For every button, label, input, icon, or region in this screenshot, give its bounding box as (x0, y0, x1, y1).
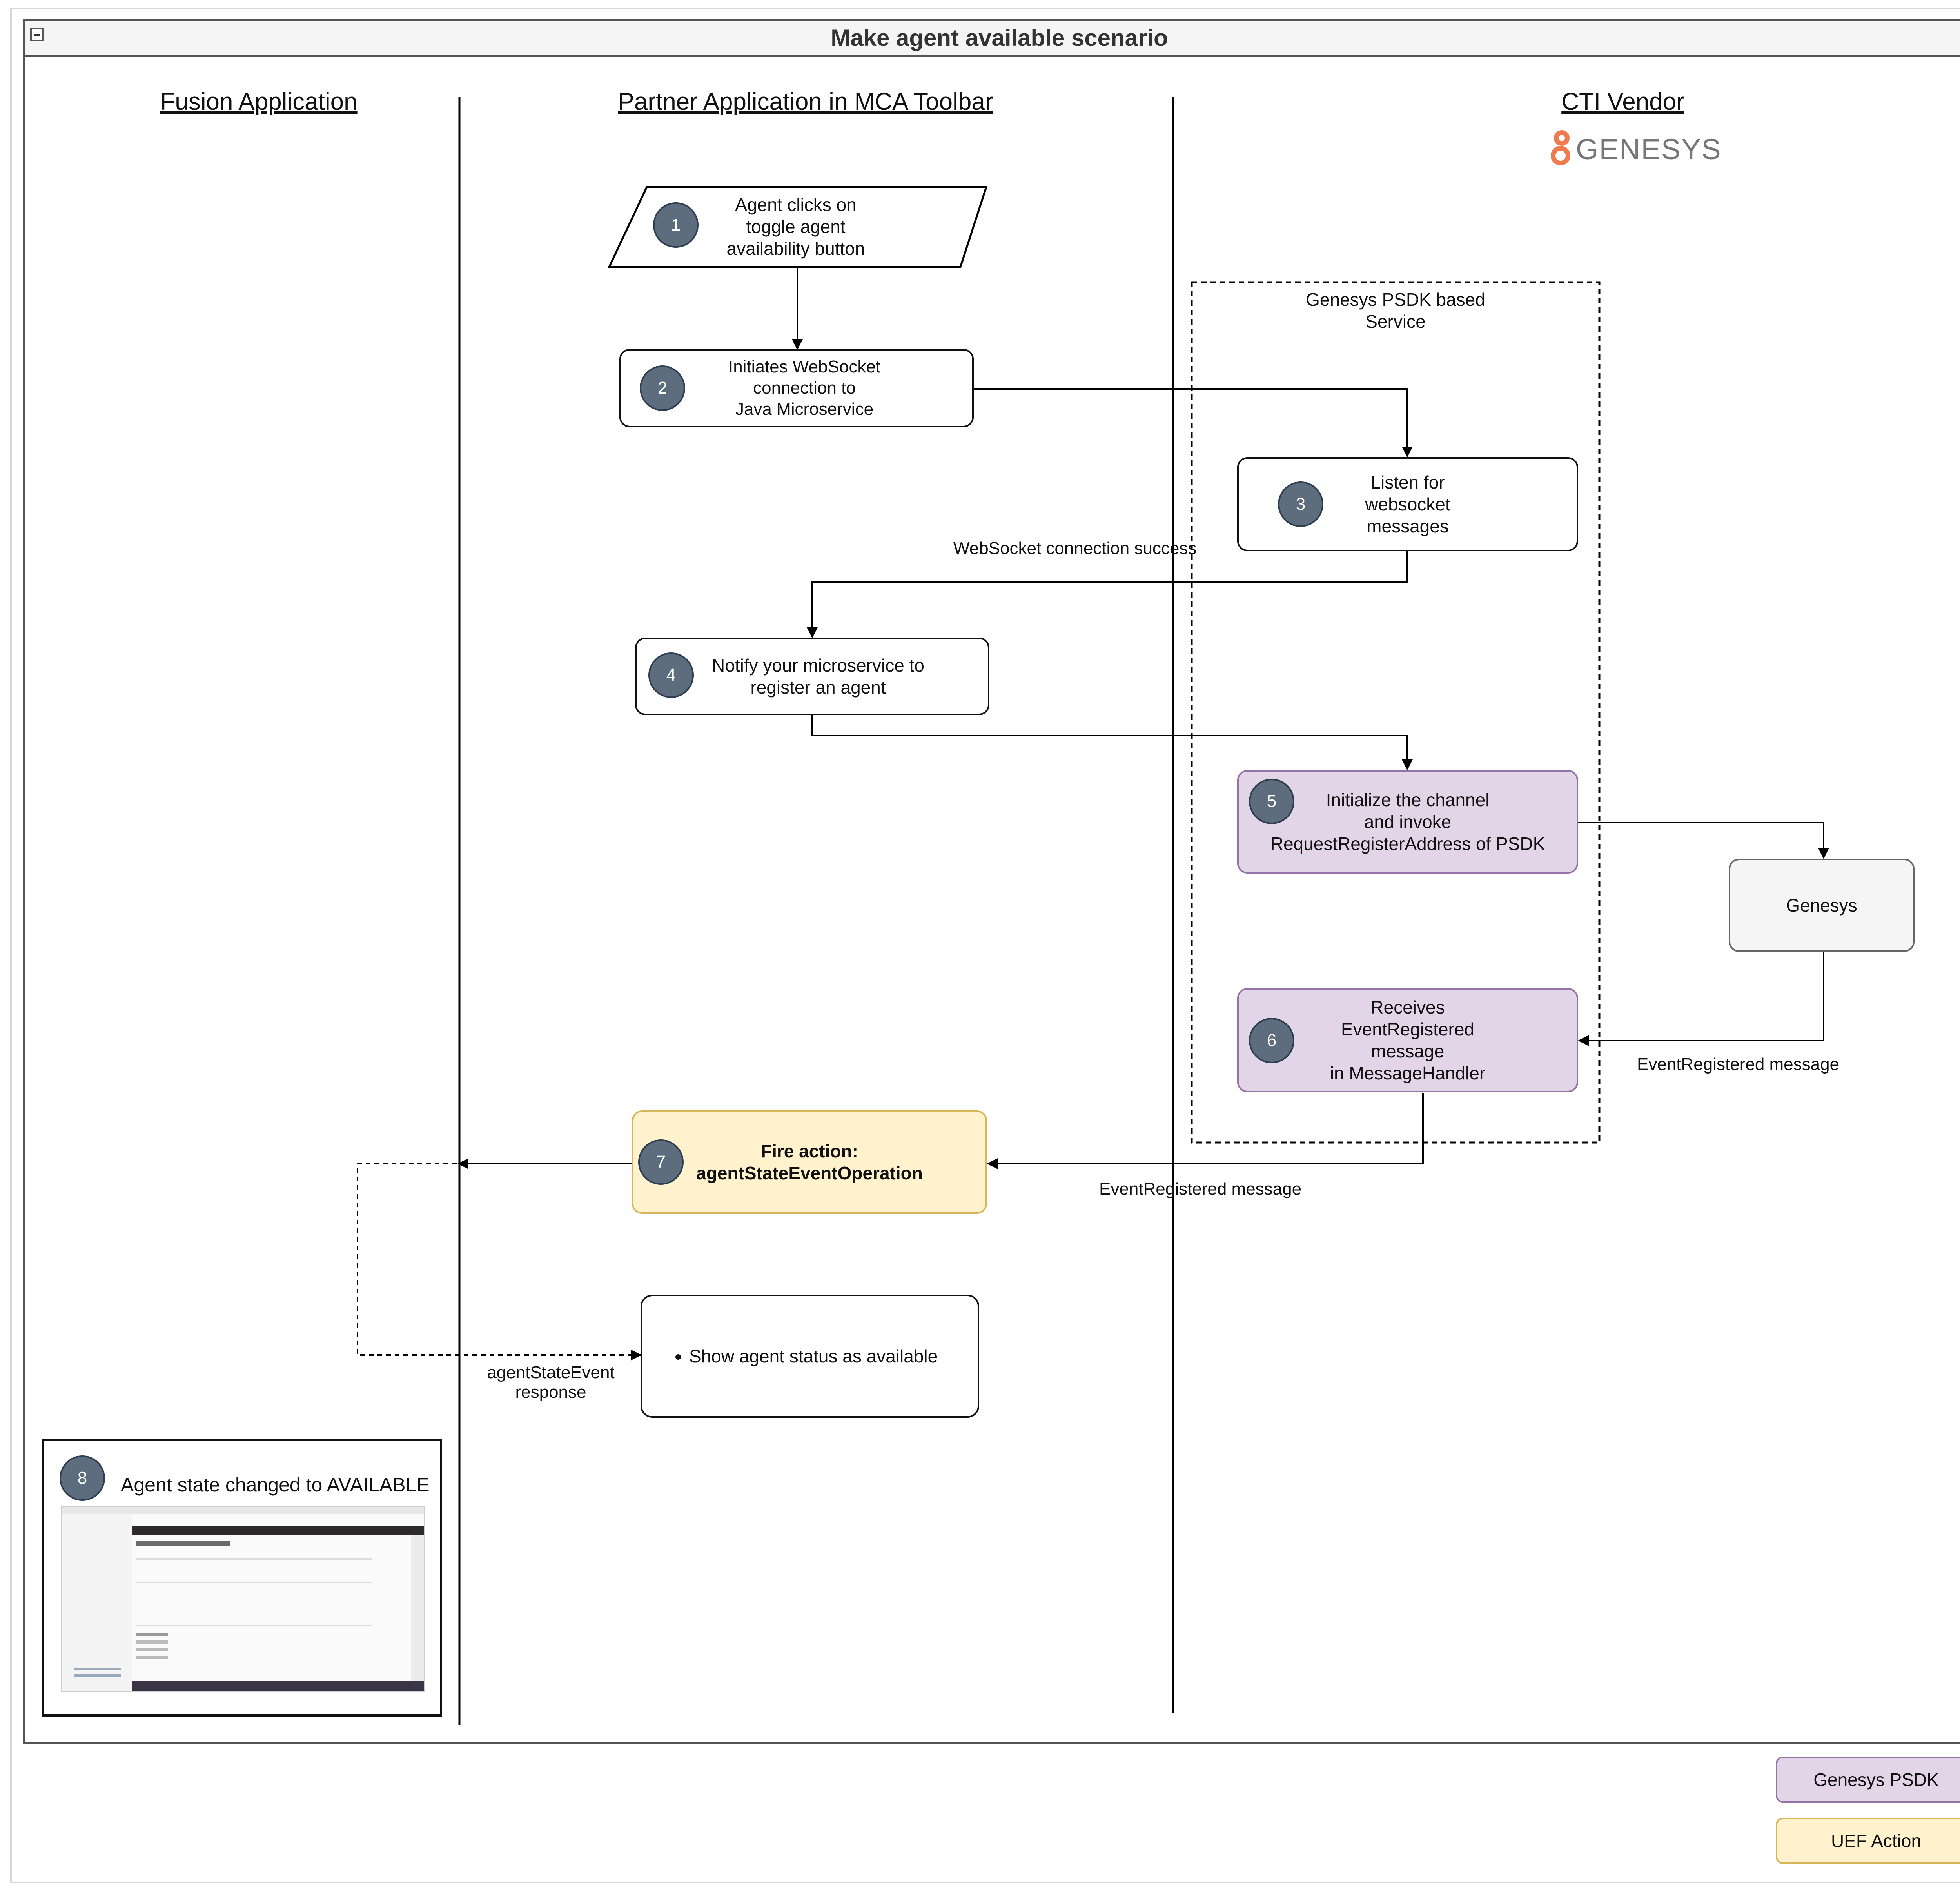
step-3-badge: 3 (1278, 481, 1323, 527)
step-1-label: Agent clicks on toggle agent availabilit… (726, 194, 865, 259)
genesys-node: Genesys (1729, 859, 1915, 952)
genesys-logo-text: GENESYS (1576, 133, 1722, 165)
step-4-node: Notify your microservice to register an … (635, 638, 989, 715)
step-4-badge: 4 (648, 652, 694, 698)
step-8-badge: 8 (60, 1455, 105, 1501)
edge-5-to-genesys (1578, 822, 1829, 859)
legend-genesys-psdk: Genesys PSDK (1776, 1757, 1960, 1803)
step-1-badge: 1 (653, 202, 699, 248)
edge-label-event-registered-1: EventRegistered message (1637, 1055, 1840, 1074)
legend-uef-action-label: UEF Action (1831, 1831, 1922, 1851)
scenario-container: Make agent available scenario (23, 19, 1960, 1744)
legend-genesys-psdk-label: Genesys PSDK (1813, 1769, 1939, 1790)
step-7-label: Fire action: agentStateEventOperation (696, 1141, 923, 1183)
psdk-group-label: Genesys PSDK based Service (1306, 289, 1485, 332)
genesys-node-label: Genesys (1786, 895, 1857, 916)
edge-label-ws-success: WebSocket connection success (953, 539, 1197, 558)
result-box: Show agent status as available (641, 1295, 979, 1418)
fusion-screenshot-image (61, 1506, 425, 1692)
genesys-logo: GENESYS (1548, 129, 1722, 169)
step-2-badge: 2 (640, 365, 685, 411)
step-5-label: Initialize the channel and invoke Reques… (1270, 789, 1545, 854)
fusion-screenshot-illustration (62, 1507, 424, 1691)
edge-4-to-5 (811, 714, 1413, 770)
step-8-callout: 8 Agent state changed to AVAILABLE (42, 1439, 442, 1717)
container-header: Make agent available scenario (25, 21, 1960, 57)
lane-title-partner: Partner Application in MCA Toolbar (618, 88, 993, 115)
edge-2-to-3 (973, 388, 1413, 458)
step-6-badge: 6 (1249, 1018, 1294, 1063)
genesys-logo-icon (1548, 130, 1572, 168)
step-2-label: Initiates WebSocket connection to Java M… (728, 357, 881, 419)
step-7-badge: 7 (638, 1139, 684, 1185)
step-1-shape (608, 186, 988, 268)
lane-title-cti: CTI Vendor (1561, 88, 1684, 115)
step-5-node: Initialize the channel and invoke Reques… (1237, 770, 1578, 874)
step-8-label: Agent state changed to AVAILABLE (121, 1474, 430, 1496)
container-title: Make agent available scenario (831, 25, 1168, 51)
edge-response-loop (357, 1163, 642, 1361)
step-4-label: Notify your microservice to register an … (712, 655, 924, 698)
psdk-service-group (1191, 281, 1601, 1144)
lane-title-fusion: Fusion Application (160, 88, 358, 115)
step-7-node: Fire action: agentStateEventOperation (632, 1110, 987, 1214)
outer-frame (10, 8, 1960, 1883)
edge-3-to-4 (807, 551, 1408, 638)
edge-6-to-7 (987, 1093, 1424, 1169)
result-bullet: Show agent status as available (689, 1346, 938, 1367)
edge-label-agent-state-response: agentStateEvent response (487, 1363, 615, 1402)
edge-genesys-to-6 (1578, 952, 1824, 1046)
step-5-badge: 5 (1249, 779, 1294, 824)
legend-uef-action: UEF Action (1776, 1818, 1960, 1864)
edge-label-event-registered-2: EventRegistered message (1099, 1179, 1302, 1199)
step-6-label: Receives EventRegistered message in Mess… (1330, 997, 1486, 1084)
collapse-icon[interactable] (30, 28, 44, 41)
step-3-label: Listen for websocket messages (1365, 472, 1450, 537)
